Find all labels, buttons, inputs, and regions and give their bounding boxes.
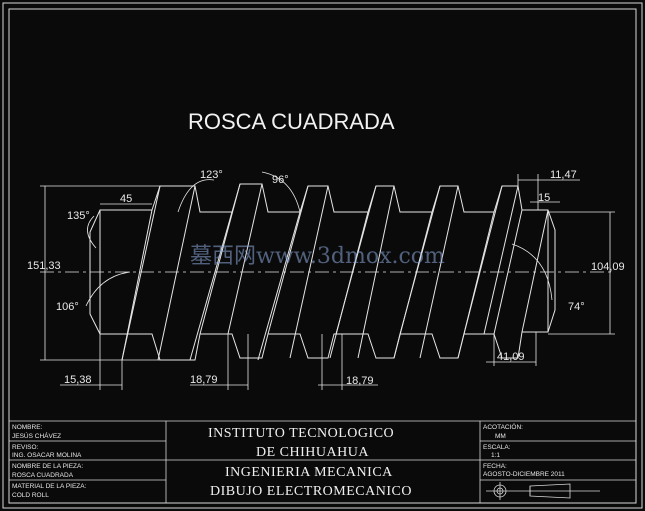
acotacion-value: MM [495, 433, 506, 440]
thread-flank [257, 211, 301, 361]
dim-text-15-38: 15,38 [64, 374, 92, 386]
material-label: MATERIAL DE LA PIEZA: [12, 483, 87, 490]
thread-flank [399, 185, 441, 335]
watermark: 墓西网www.3dmox.com [190, 244, 445, 269]
reviso-label: REVISO: [12, 444, 39, 451]
material-value: COLD ROLL [12, 492, 49, 499]
dim-text-96: 96° [272, 174, 289, 186]
thread-flank [157, 185, 196, 361]
thread-flank [463, 185, 503, 335]
dim-text-151-33: 151,33 [27, 260, 61, 272]
title-block [9, 420, 636, 503]
dimension-lines [40, 171, 615, 390]
escala-value: 1:1 [491, 452, 500, 459]
dim-text-41-09: 41,09 [497, 351, 525, 363]
thread-flank [227, 183, 263, 335]
angle-arc-135 [87, 215, 97, 249]
dim-text-18-79-b: 18,79 [346, 375, 374, 387]
career-line2: DIBUJO ELECTROMECANICO [210, 484, 412, 499]
pieza-label: NOMBRE DE LA PIEZA: [12, 463, 83, 470]
institute-line1: INSTITUTO TECNOLOGICO [208, 426, 394, 441]
dim-text-106: 106° [56, 301, 79, 313]
square-thread-drawing [89, 183, 556, 361]
nombre-value: JESÚS CHÁVEZ [12, 431, 61, 440]
thread-flank [457, 211, 495, 359]
thread-flank [335, 185, 377, 335]
pieza-value: ROSCA CUADRADA [12, 472, 74, 479]
dim-text-18-79-a: 18,79 [190, 374, 218, 386]
thread-flank [521, 209, 549, 333]
dim-text-45: 45 [120, 193, 132, 205]
dim-text-11-47: 11,47 [550, 169, 577, 181]
thread-flank [199, 183, 241, 335]
angle-arc-106 [85, 271, 131, 307]
career-line1: INGENIERIA MECANICA [225, 465, 393, 480]
angle-arc-74 [511, 243, 553, 301]
escala-label: ESCALA: [483, 444, 511, 451]
reviso-value: ING. OSACAR MOLINA [12, 452, 82, 459]
drawing-title: ROSCA CUADRADA [188, 109, 395, 134]
thread-flank [267, 185, 309, 335]
dim-text-135: 135° [67, 210, 90, 222]
nombre-label: NOMBRE: [12, 424, 43, 431]
dim-text-123: 123° [200, 169, 223, 181]
thread-flank [189, 211, 233, 361]
angle-arc-96 [261, 171, 301, 213]
dim-text-15: 15 [538, 192, 550, 204]
dim-text-74: 74° [568, 301, 585, 313]
projection-symbol-icon [486, 482, 600, 500]
dim-text-104-09: 104,09 [591, 261, 625, 273]
fecha-value: AGOSTO-DICIEMBRE 2011 [483, 471, 565, 478]
angle-arc-123 [177, 179, 215, 213]
institute-line2: DE CHIHUAHUA [256, 445, 369, 460]
fecha-label: FECHA: [483, 463, 507, 470]
acotacion-label: ACOTACIÓN: [483, 422, 523, 431]
thread-flank [419, 185, 459, 359]
thread-flank [121, 185, 161, 361]
inner-border [8, 8, 637, 504]
thread-flank [483, 185, 519, 335]
